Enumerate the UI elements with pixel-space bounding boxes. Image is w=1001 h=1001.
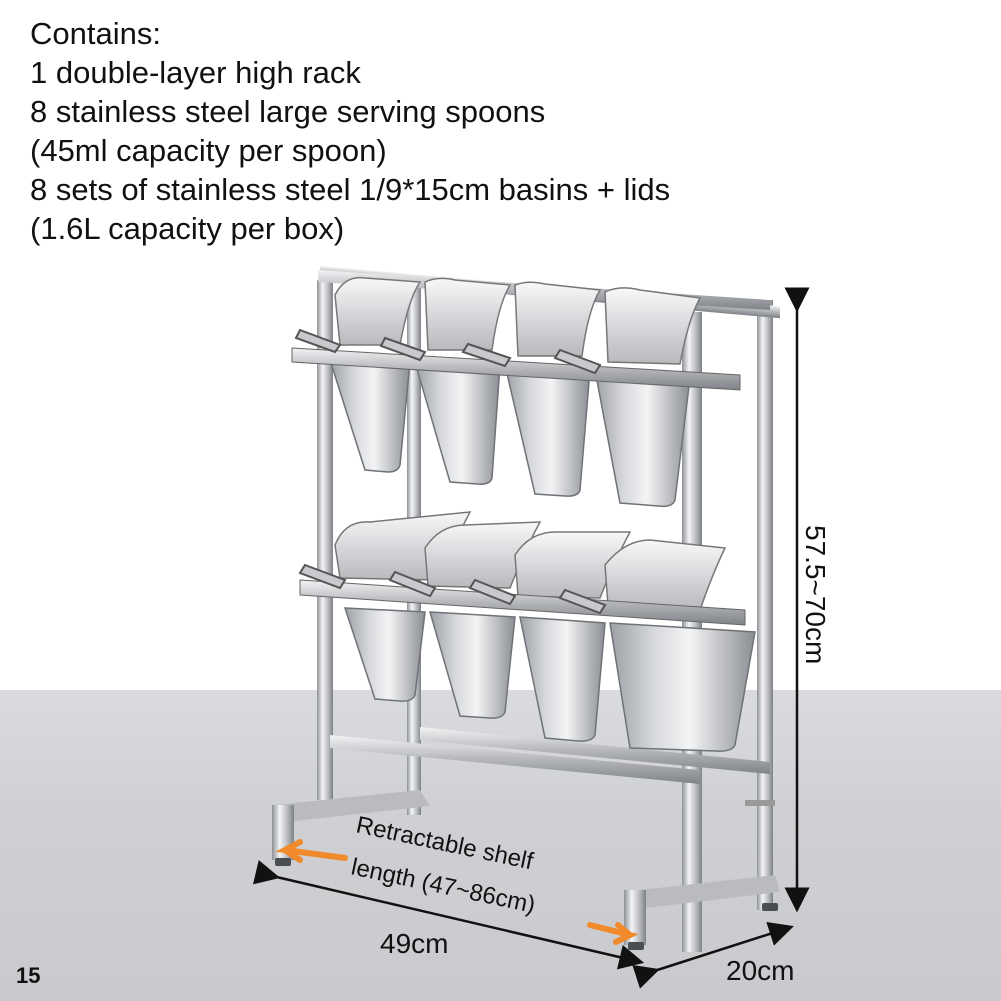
contents-list: Contains: 1 double-layer high rack 8 sta… [30, 14, 670, 248]
lower-spoon-row [298, 563, 607, 615]
retractable-annotation: Retractable shelf length (47~86cm) [275, 811, 639, 945]
contents-line: 8 stainless steel large serving spoons [30, 94, 546, 129]
page-number: 15 [16, 963, 41, 988]
upper-basin-row [291, 276, 741, 508]
depth-dimension: 20cm [632, 921, 794, 989]
width-label: 49cm [380, 928, 448, 959]
lower-basin-row [299, 511, 756, 752]
contents-line: 8 sets of stainless steel 1/9*15cm basin… [30, 172, 671, 207]
width-dimension: 49cm [252, 859, 645, 970]
height-dimension: 57.5~70cm [784, 287, 831, 913]
contents-line: (1.6L capacity per box) [30, 211, 345, 246]
contents-line: (45ml capacity per spoon) [30, 133, 387, 168]
rack-feet [275, 858, 778, 950]
height-label: 57.5~70cm [800, 525, 831, 664]
upper-spoon-row [294, 328, 602, 375]
contents-heading: Contains: [30, 16, 161, 51]
contents-line: 1 double-layer high rack [30, 55, 361, 90]
depth-label: 20cm [726, 955, 794, 986]
